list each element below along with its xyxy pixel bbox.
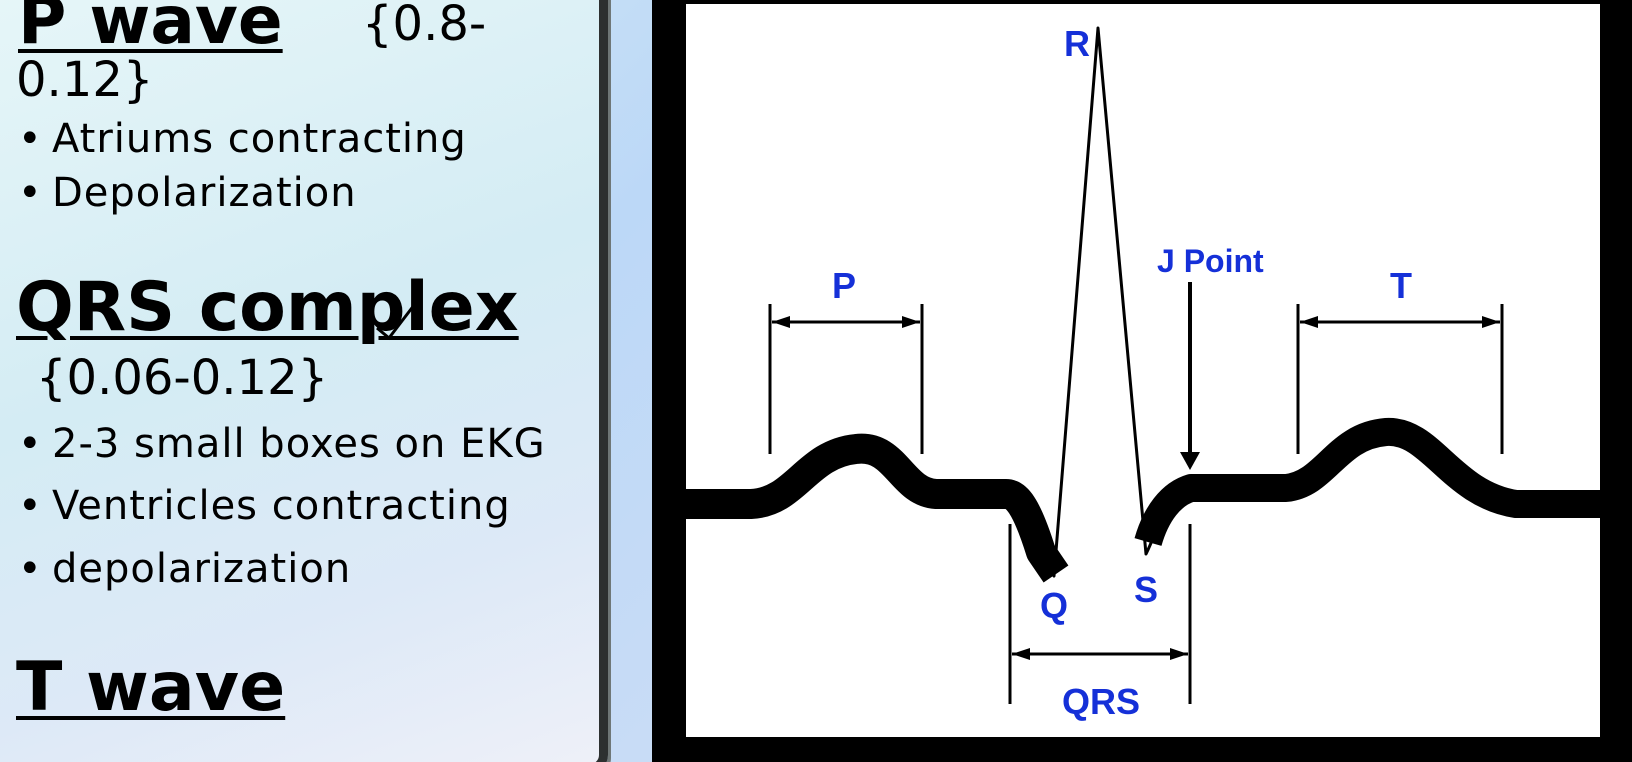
t-interval-arrow-left	[1300, 316, 1318, 328]
p-label: P	[832, 265, 856, 306]
bullet-text: Depolarization	[52, 170, 357, 216]
qrs-complex-heading: QRS complex	[16, 268, 519, 347]
qrs-bullet: •depolarization	[18, 546, 352, 592]
r-label: R	[1064, 23, 1090, 64]
p-wave-heading: P wave	[18, 0, 283, 59]
ekg-waveform-svg: R P T J Point Q S QRS	[686, 23, 1600, 722]
ekg-diagram: R P T J Point Q S QRS	[686, 4, 1600, 737]
p-wave-bullet: •Atriums contracting	[18, 116, 467, 162]
p-wave-bullet: •Depolarization	[18, 170, 357, 216]
p-interval-arrow-right	[902, 316, 920, 328]
qrs-bullet: •Ventricles contracting	[18, 483, 511, 529]
ekg-trace-tail	[1134, 418, 1600, 547]
checkmark-icon	[376, 295, 423, 341]
ekg-trace-baseline	[686, 433, 1069, 583]
qrs-bullet: •2-3 small boxes on EKG	[18, 421, 546, 467]
t-label: T	[1390, 265, 1412, 306]
bullet-text: 2-3 small boxes on EKG	[52, 421, 546, 467]
p-interval-arrow-left	[772, 316, 790, 328]
qrs-label: QRS	[1062, 681, 1140, 722]
t-wave-heading: T wave	[16, 648, 286, 727]
p-wave-range-start: {0.8-	[362, 0, 487, 52]
bullet-text: depolarization	[52, 546, 352, 592]
qrs-interval-arrow-left	[1012, 648, 1030, 660]
bullet-text: Ventricles contracting	[52, 483, 511, 529]
qrs-range: {0.06-0.12}	[36, 350, 329, 406]
text-panel	[0, 0, 608, 762]
qrs-interval-arrow-right	[1170, 648, 1188, 660]
j-point-arrow-head	[1180, 452, 1200, 470]
t-interval-arrow-right	[1482, 316, 1500, 328]
s-label: S	[1134, 569, 1158, 610]
bullet-text: Atriums contracting	[52, 116, 467, 162]
j-point-label: J Point	[1157, 243, 1264, 279]
q-label: Q	[1040, 585, 1068, 626]
p-wave-range-end: 0.12}	[16, 52, 154, 108]
